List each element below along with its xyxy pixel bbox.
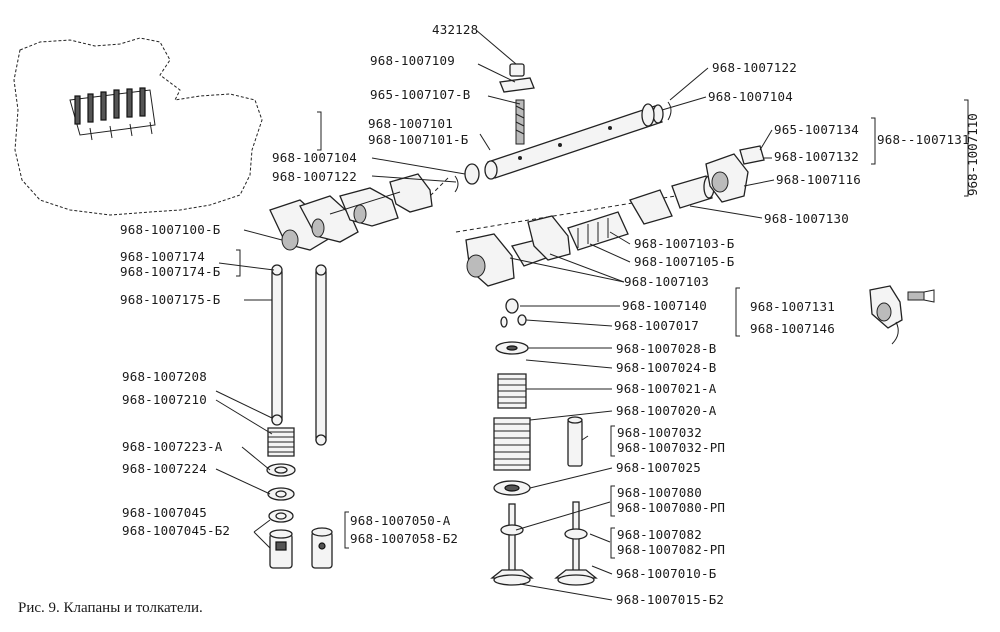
label-1007045: 968-1007045 [122,505,207,520]
label-1007024-v: 968-1007024-В [616,360,717,375]
label-1007104-right: 968-1007104 [708,89,793,104]
rocker-shaft [454,101,672,193]
right-rocker-arms [465,145,765,287]
label-1007122-left: 968-1007122 [272,169,357,184]
label-1007082-rp: 968-1007082-РП [617,542,726,557]
label-1007021-a: 968-1007021-А [616,381,717,396]
label-1007131: 968-1007131 [750,299,835,314]
label-1007020-a: 968-1007020-А [616,403,717,418]
label-1007109: 968-1007109 [370,53,455,68]
label-1007101: 968-1007101 [368,116,453,131]
label-1007101-b: 968-1007101-Б [368,132,469,147]
label-1007224: 968-1007224 [122,461,207,476]
label-1007100-b: 968-1007100-Б [120,222,221,237]
figure-caption: Рис. 9. Клапаны и толкатели. [18,600,203,616]
label-1007130: 968-1007130 [764,211,849,226]
rocker-detail [869,285,935,345]
left-springs-washers [266,427,333,569]
label-1007105-b: 968-1007105-Б [634,254,735,269]
label-1007175-b: 968-1007175-Б [120,292,221,307]
valve-stack [490,298,598,586]
label-1007103-b: 968-1007103-Б [634,236,735,251]
label-1007134: 965-1007134 [774,122,859,137]
shaft-bracket-assembly [499,63,535,145]
label-1007010-b: 968-1007010-Б [616,566,717,581]
guide-lines [429,177,713,233]
label-1007223-a: 968-1007223-А [122,439,223,454]
label-1007032: 968-1007032 [617,425,702,440]
label-1007107-v: 965-1007107-В [370,87,471,102]
label-1007028-v: 968-1007028-В [616,341,717,356]
label-1007131-group: 968--1007131 [877,132,970,147]
label-1007122-right: 968-1007122 [712,60,797,75]
push-rods [271,264,327,446]
label-1007017: 968-1007017 [614,318,699,333]
label-1007045-b2: 968-1007045-Б2 [122,523,231,538]
label-1007050-a: 968-1007050-А [350,513,451,528]
leader-lines [215,29,775,601]
label-1007116: 968-1007116 [776,172,861,187]
engine-block-outline [13,37,263,216]
label-1007025: 968-1007025 [616,460,701,475]
label-1007174-b: 968-1007174-Б [120,264,221,279]
label-1007080-rp: 968-1007080-РП [617,500,726,515]
label-1007015-b2: 968-1007015-Б2 [616,592,725,607]
label-1007103: 968-1007103 [624,274,709,289]
label-1007032-rp: 968-1007032-РП [617,440,726,455]
label-1007104-left: 968-1007104 [272,150,357,165]
label-1007058-b2: 968-1007058-Б2 [350,531,459,546]
label-1007110: 968-1007110 [965,113,980,196]
label-1007140: 968-1007140 [622,298,707,313]
group-brackets [236,99,969,559]
label-1007082: 968-1007082 [617,527,702,542]
label-1007174: 968-1007174 [120,249,205,264]
label-1007208: 968-1007208 [122,369,207,384]
label-1007210: 968-1007210 [122,392,207,407]
left-rocker-arms [269,173,433,251]
label-1007132: 968-1007132 [774,149,859,164]
label-432128: 432128 [432,22,479,37]
label-1007080: 968-1007080 [617,485,702,500]
label-1007146: 968-1007146 [750,321,835,336]
